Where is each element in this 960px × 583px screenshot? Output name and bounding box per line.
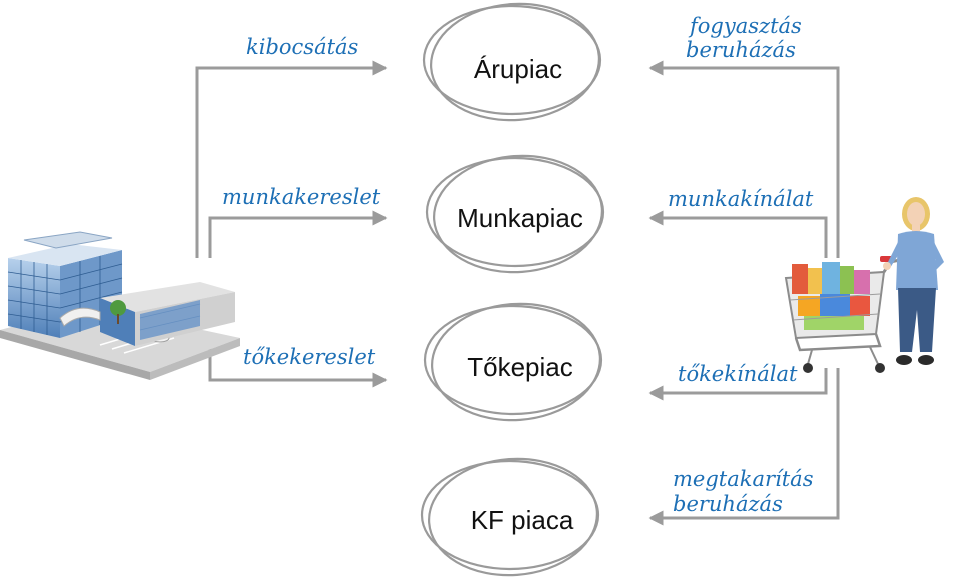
flow-label-savings-line2: beruházás <box>673 492 783 516</box>
flow-lines-left <box>195 60 388 388</box>
flow-label-capital-demand: tőkekereslet <box>243 345 376 369</box>
office-building-icon <box>0 231 240 380</box>
market-arupiac: Árupiac <box>422 2 602 122</box>
flow-line-capital-supply <box>648 368 828 401</box>
flow-label-capital-supply: tőkekínálat <box>678 362 798 386</box>
flow-line-consumption <box>648 60 840 258</box>
market-tokepiac: Tőkepiac <box>423 302 603 422</box>
flow-label-consumption-line1: fogyasztás <box>688 14 802 38</box>
flow-line-savings <box>648 368 840 526</box>
flow-label-output: kibocsátás <box>246 35 359 59</box>
flow-line-labor-supply <box>648 210 828 258</box>
flow-label-consumption-line2: beruházás <box>686 38 796 62</box>
flow-label-savings-line1: megtakarítás <box>673 467 814 491</box>
market-label-tokepiac: Tőkepiac <box>467 352 573 382</box>
flow-lines-right <box>648 60 840 526</box>
market-kf-piaca: KF piaca <box>420 457 600 577</box>
flow-line-labor-demand <box>208 210 388 258</box>
flow-label-labor-supply: munkakínálat <box>668 187 814 211</box>
flow-label-labor-demand: munkakereslet <box>222 185 381 209</box>
shopper-with-cart-icon <box>784 197 944 373</box>
market-label-munkapiac: Munkapiac <box>457 203 583 233</box>
market-label-arupiac: Árupiac <box>474 54 562 84</box>
market-munkapiac: Munkapiac <box>425 154 605 274</box>
flow-line-output <box>195 60 388 258</box>
market-label-kf-piaca: KF piaca <box>471 505 574 535</box>
